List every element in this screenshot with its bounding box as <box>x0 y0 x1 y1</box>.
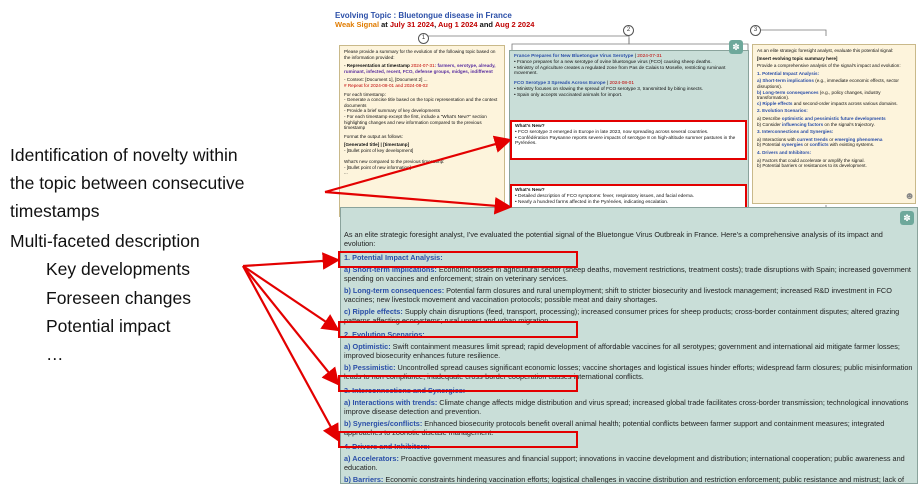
key-developments-label: Key developments <box>46 259 190 279</box>
evolving-topic-title: Evolving Topic : Bluetongue disease in F… <box>335 11 512 20</box>
chatgpt-logo-icon: ✽ <box>900 211 914 225</box>
weak-signal-label: Weak Signal <box>335 20 380 29</box>
highlight-drivers-section <box>338 431 578 448</box>
potential-impact-label: Potential impact <box>46 316 171 336</box>
arrow-to-impact <box>242 252 341 270</box>
impact-section-title: 1. Potential Impact Analysis: <box>344 253 443 262</box>
format-line: Format the output as follows: <box>344 133 403 139</box>
response-intro: As an elite strategic foresight analyst,… <box>344 230 883 248</box>
analysis-response-panel: As an elite strategic foresight analyst,… <box>340 207 918 484</box>
evolution-section-title: 2. Evolution Scenarios: <box>344 330 425 339</box>
step-number-2: 2 <box>623 25 634 36</box>
context-line: - Context: [Document 1], [Document 2] ..… <box>344 77 428 88</box>
date-2: Aug 1 2024 <box>437 20 478 29</box>
format-template: [Generated title] | [timestamp]- [Bullet… <box>344 142 445 176</box>
user-icon: ☻ <box>904 191 915 202</box>
arrow-to-evolution <box>242 265 340 332</box>
arrow-to-interconnections <box>242 265 340 386</box>
representation-line: - Representation at timestamp 2024-07-31… <box>344 63 496 74</box>
highlight-impact-section <box>338 251 578 268</box>
novelty-label-line3: timestamps <box>10 201 100 221</box>
at-text: at <box>379 20 390 29</box>
instructions: For each timestamp:- Generate a concise … <box>344 91 498 131</box>
summary-prompt-panel: Please provide a summary for the evoluti… <box>339 45 505 217</box>
summary-section-1: France Prepares for New Bluetongue Virus… <box>514 54 726 77</box>
analysis-prompt-panel: As an elite strategic foresight analyst,… <box>752 44 916 204</box>
highlight-evolution-section <box>338 321 578 338</box>
step-number-3: 3 <box>750 25 761 36</box>
comma-text: , <box>434 20 438 29</box>
date-3: Aug 2 2024 <box>494 20 535 29</box>
novelty-label-line1: Identification of novelty within <box>10 145 238 165</box>
date-1: July 31 2024 <box>389 20 435 29</box>
foreseen-changes-label: Foreseen changes <box>46 288 191 308</box>
weak-signal-line: Weak Signal at July 31 2024, Aug 1 2024 … <box>335 20 534 29</box>
step-number-1: 1 <box>418 33 429 44</box>
summary-section-2: FCO Serotype 3 Spreads Across Europe | 2… <box>514 81 704 98</box>
whats-new-box-1: What's New? • FCO serotype 3 emerged in … <box>510 120 747 160</box>
novelty-label-line2: the topic between consecutive <box>10 173 245 193</box>
prompt-intro: Please provide a summary for the evoluti… <box>344 49 496 60</box>
chatgpt-logo-icon: ✽ <box>729 40 743 54</box>
multi-faceted-label: Multi-faceted description <box>10 231 200 251</box>
and-text: and <box>477 20 495 29</box>
arrow-to-drivers <box>242 265 340 442</box>
highlight-interconnections-section <box>338 375 578 392</box>
ellipsis-label: … <box>46 344 64 364</box>
